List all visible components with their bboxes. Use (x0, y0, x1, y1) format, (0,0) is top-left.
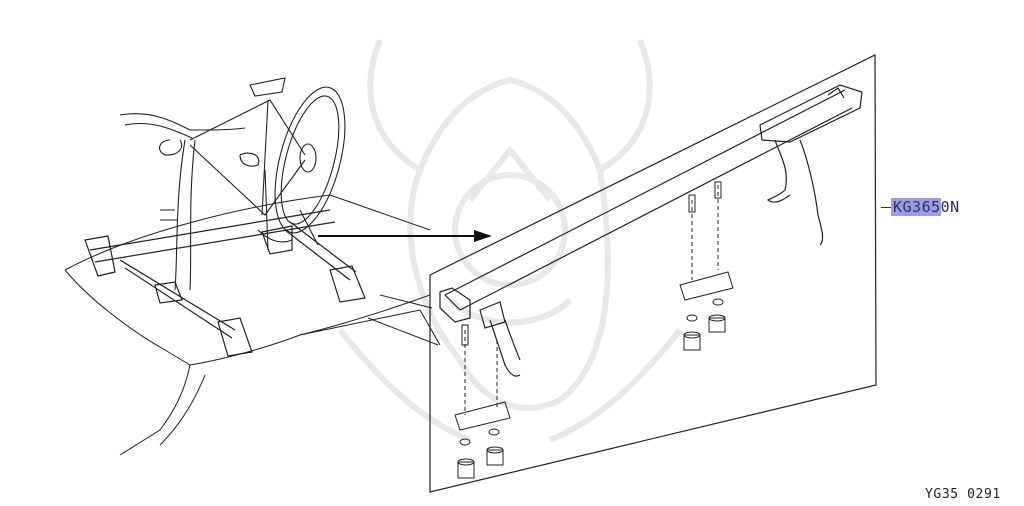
callout-leader-tick (881, 207, 893, 208)
leader-lines (368, 295, 438, 345)
arrow-right-icon (318, 230, 492, 242)
part-number-callout[interactable]: KG3650N (881, 198, 960, 216)
detail-panel (430, 55, 876, 492)
bicycle-icon (120, 78, 358, 290)
figure-code: YG35 0291 (925, 487, 1001, 502)
part-number-highlight: KG365 (891, 198, 941, 216)
right-mount-hardware (680, 182, 733, 350)
car-roof (65, 195, 440, 455)
watermark-emblem-icon (340, 40, 680, 440)
roof-rack-icon (85, 210, 365, 356)
bicycle-carrier-bar (440, 85, 862, 376)
part-number-suffix: 0N (940, 198, 960, 216)
left-mount-hardware (455, 325, 510, 478)
